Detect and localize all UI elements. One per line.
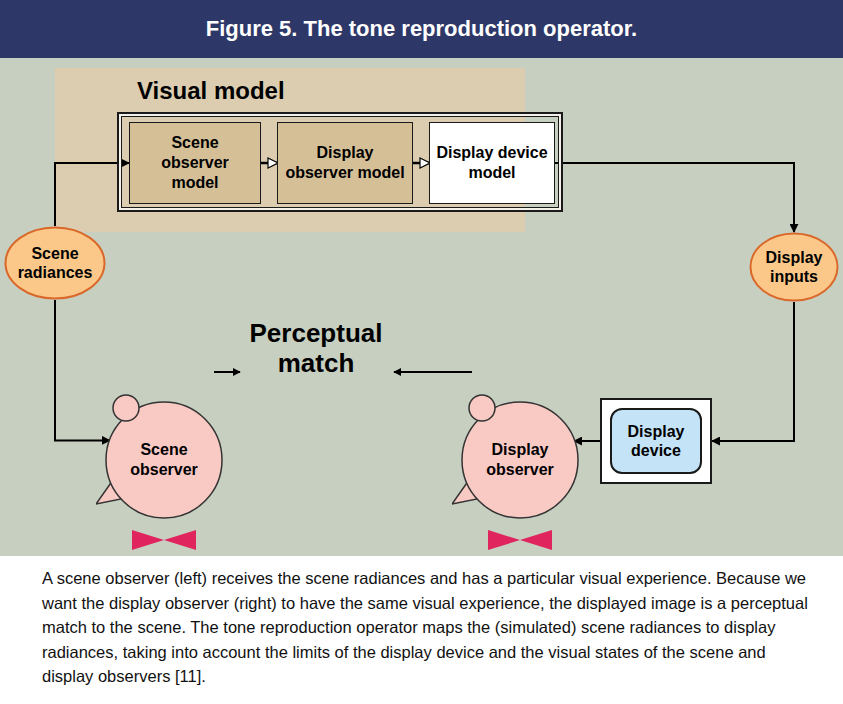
bow-tie [520, 530, 552, 550]
flow-arrow [574, 440, 600, 442]
figure-title: Figure 5. The tone reproduction operator… [0, 0, 843, 58]
ellipse-outline [751, 234, 838, 301]
screen: Display device [610, 408, 702, 474]
data-ellipse: Scene radiances [4, 226, 106, 300]
match-arrow [214, 371, 240, 373]
block-arrow [413, 162, 429, 165]
flow-arrow [712, 302, 794, 441]
ear [113, 395, 139, 421]
ellipse-label: Scene radiances [11, 244, 99, 282]
match-arrow [394, 371, 472, 373]
observer-figure: Display observer [452, 372, 582, 557]
model-group: Visual modelScene observer modelDisplay … [117, 112, 563, 212]
data-ellipse: Display inputs [749, 232, 839, 302]
ellipse-shape [749, 232, 839, 302]
ellipse-shape [4, 226, 106, 300]
figure-label: Perceptual match [226, 318, 406, 378]
ellipse-outline [6, 228, 105, 299]
ear [469, 395, 495, 421]
process-box: Scene observer model [129, 122, 261, 204]
block-arrow [261, 162, 277, 165]
box-label: Display device model [430, 143, 554, 183]
flow-arrow [55, 300, 110, 440]
box-label: Display observer model [278, 143, 412, 183]
flow-arrow [555, 163, 794, 232]
ellipse-label: Display inputs [755, 248, 832, 286]
bow-tie [132, 530, 164, 550]
display-device: Display device [600, 398, 712, 484]
figure-caption: A scene observer (left) receives the sce… [42, 566, 812, 689]
group-heading: Visual model [137, 76, 285, 106]
observer-figure: Scene observer [96, 372, 226, 557]
observer-label: Scene observer [112, 440, 216, 480]
bow-tie [488, 530, 520, 550]
process-box: Display device model [429, 122, 555, 204]
process-box: Display observer model [277, 122, 413, 204]
device-label: Display device [612, 422, 700, 460]
box-label: Scene observer model [130, 133, 260, 193]
observer-label: Display observer [468, 440, 572, 480]
bow-tie [164, 530, 196, 550]
